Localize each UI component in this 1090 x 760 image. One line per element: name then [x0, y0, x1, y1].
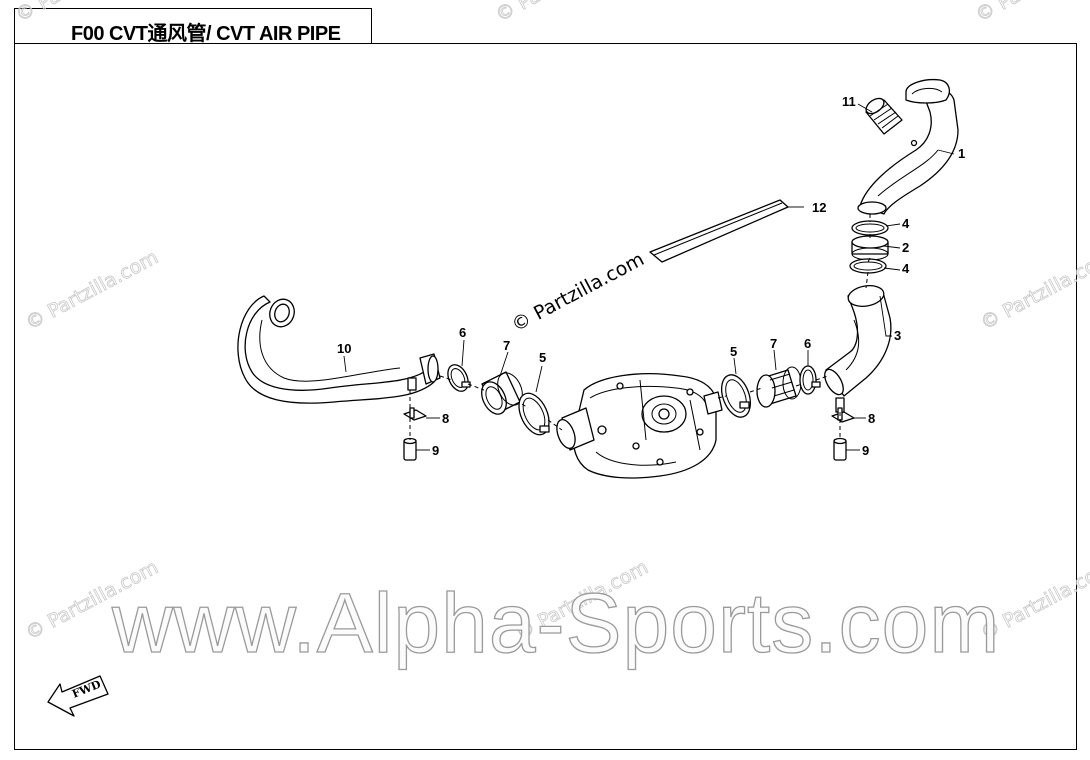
callout-labels: 1 2 3 4 4 5 5 6 6 7 7 8 8 9 9 10 11 12: [337, 94, 965, 458]
part-1-upper-duct: [857, 78, 959, 215]
title-box: F00 CVT通风管/ CVT AIR PIPE: [14, 8, 372, 45]
leader-lines: [343, 103, 955, 451]
callout-4-upper: 4: [902, 216, 910, 231]
watermark-partzilla-top-right: © Partzilla.com: [972, 0, 1090, 26]
watermark-partzilla-top-left: © Partzilla.com: [12, 0, 152, 26]
part-6-left-clamp: [447, 364, 471, 392]
callout-5-right: 5: [730, 344, 737, 359]
watermark-partzilla-mid-left: © Partzilla.com: [22, 246, 162, 334]
part-3-right-duct: [824, 285, 892, 413]
part-5-left-clamp: [518, 392, 550, 436]
diagram-frame: [14, 43, 1077, 750]
watermark-alpha-sports: www.Alpha-Sports.com: [111, 576, 1000, 670]
part-11-filter: [865, 97, 903, 135]
part-10-left-hose: [237, 295, 441, 404]
callout-7-right: 7: [770, 336, 777, 351]
cvt-housing: [556, 373, 723, 479]
callout-9-left: 9: [432, 443, 439, 458]
part-12-band: [649, 199, 789, 263]
callout-10: 10: [337, 341, 351, 356]
callout-6-right: 6: [804, 336, 811, 351]
diagram-title: F00 CVT通风管/ CVT AIR PIPE: [71, 23, 341, 45]
callout-5-left: 5: [539, 350, 546, 365]
callout-8-right: 8: [868, 411, 875, 426]
watermark-partzilla-mid-right: © Partzilla.com: [977, 246, 1090, 334]
callout-12: 12: [812, 200, 826, 215]
part-9-left-plug: [403, 437, 417, 461]
part-7-left-sleeve: [481, 371, 523, 415]
callout-9-right: 9: [862, 443, 869, 458]
callout-6-left: 6: [459, 325, 466, 340]
callout-1: 1: [958, 146, 965, 161]
callout-2: 2: [902, 240, 909, 255]
alignment-lines: [409, 214, 871, 440]
callout-3: 3: [894, 328, 901, 343]
watermark-partzilla-center: © Partzilla.com: [508, 248, 648, 336]
watermark-partzilla-top-center: © Partzilla.com: [492, 0, 632, 26]
part-8-left-clip: [403, 407, 427, 421]
callout-8-left: 8: [442, 411, 449, 426]
callout-4-lower: 4: [902, 261, 910, 276]
part-2-coupler: [851, 235, 889, 261]
part-9-right-plug: [833, 437, 847, 461]
callout-7-left: 7: [503, 338, 510, 353]
fwd-arrow-icon: FWD: [47, 675, 109, 717]
part-4-upper-clamp: [851, 220, 889, 236]
callout-11: 11: [842, 94, 856, 109]
part-5-right-clamp: [721, 374, 751, 418]
part-7-right-sleeve: [756, 366, 802, 408]
